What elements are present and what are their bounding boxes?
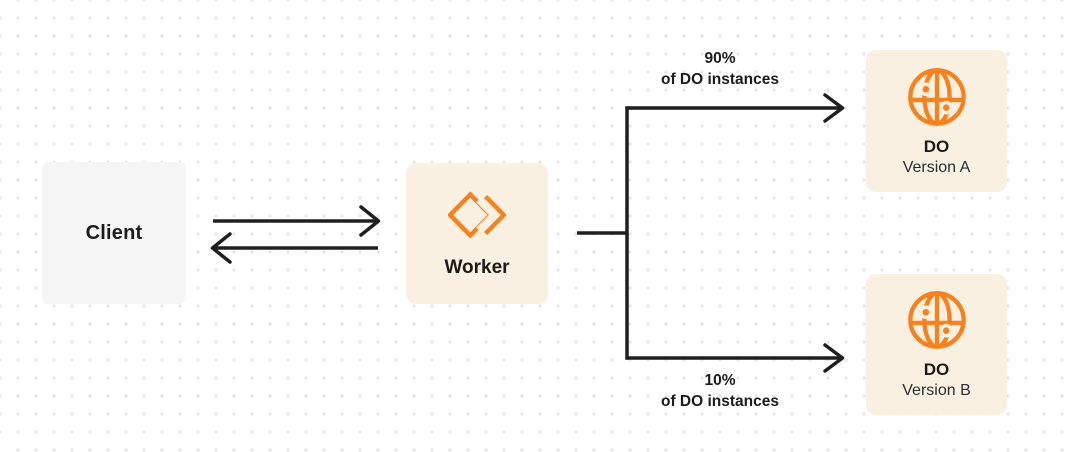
do-version-a-subtitle: Version A	[902, 158, 971, 176]
do-version-b-title: DO	[923, 360, 950, 379]
bottom-branch-percentage: 10%	[704, 372, 736, 389]
durable-object-globe-icon	[906, 289, 968, 351]
worker-node: Worker	[406, 163, 548, 304]
arrow-worker-to-client	[210, 232, 378, 264]
top-branch-percentage: 90%	[704, 50, 736, 67]
split-connector	[577, 106, 629, 360]
worker-label: Worker	[444, 256, 510, 278]
do-version-a-title: DO	[923, 136, 950, 156]
do-version-b-subtitle: Version B	[902, 382, 971, 399]
bottom-branch-label: 10% of DO instances	[610, 370, 830, 412]
bottom-branch-caption: of DO instances	[661, 393, 779, 410]
arrow-to-do-version-b	[627, 343, 845, 373]
client-node: Client	[42, 162, 186, 304]
do-version-a-node: DO Version A	[866, 50, 1007, 192]
client-label: Client	[85, 221, 143, 244]
durable-object-globe-icon	[906, 66, 968, 128]
top-branch-label: 90% of DO instances	[610, 48, 830, 90]
do-version-b-node: DO Version B	[866, 274, 1007, 415]
top-branch-caption: of DO instances	[661, 71, 779, 88]
arrow-to-do-version-a	[627, 93, 845, 123]
arrow-client-to-worker	[213, 205, 381, 237]
workers-logo-icon	[448, 189, 506, 241]
